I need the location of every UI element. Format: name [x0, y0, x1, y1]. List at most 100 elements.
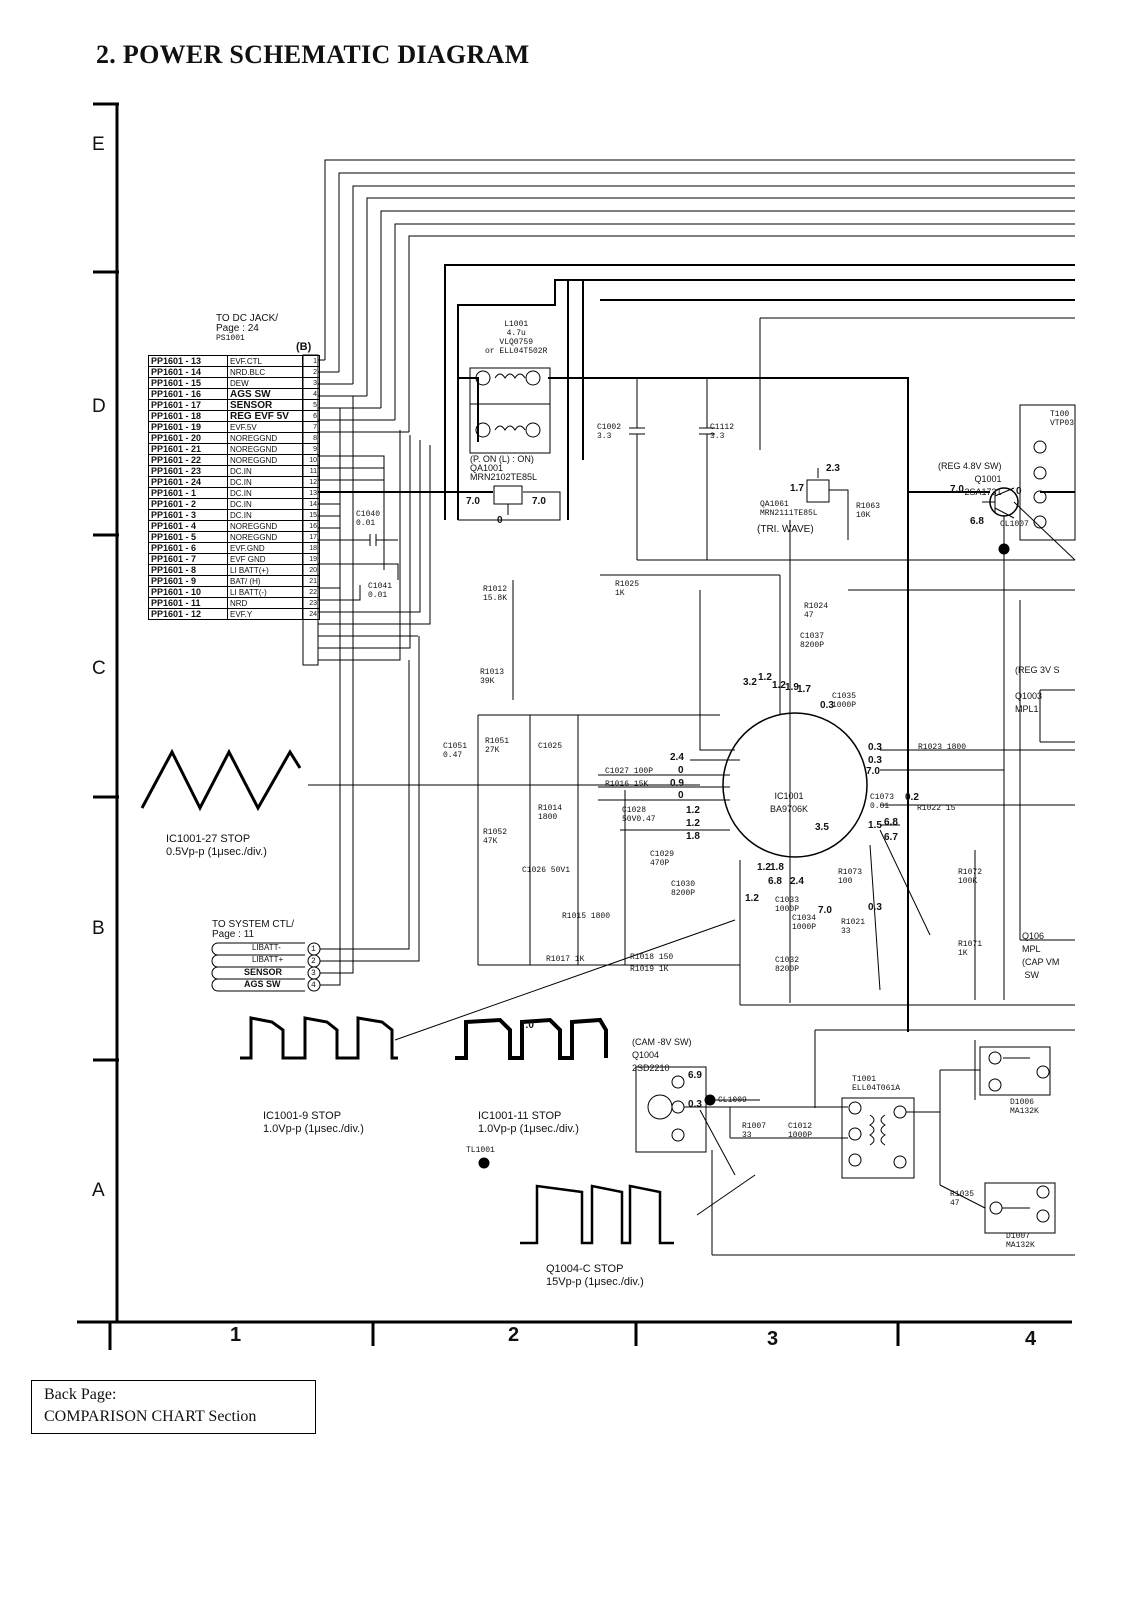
pp1601-pin-cell: 5: [302, 399, 320, 411]
r1023-label: R1023 1800: [918, 743, 967, 752]
voltage-label: 6.8: [768, 876, 782, 887]
dc-jack-tag: (B): [296, 341, 312, 353]
pp1601-pp-cell: PP1601 - 4: [148, 520, 228, 532]
voltage-label: 1.2: [772, 680, 786, 691]
pp1601-pin-cell: 2: [302, 366, 320, 378]
back-page-line-2: COMPARISON CHART Section: [44, 1408, 257, 1425]
pp1601-pin-cell: 8: [302, 432, 320, 444]
pp1601-pin-cell: 12: [302, 476, 320, 488]
pp1601-pin-cell: 14: [302, 498, 320, 510]
r1016-label: R1016 15K: [605, 780, 649, 789]
pp1601-name-cell: DC.IN: [227, 498, 303, 510]
pp1601-name-cell: NRD.BLC: [227, 366, 303, 378]
pp1601-pp-cell: PP1601 - 6: [148, 542, 228, 554]
pp1601-pin-cell: 6: [302, 410, 320, 422]
back-page-line-1: Back Page:: [44, 1386, 117, 1403]
r1017-label: R1017 1K: [546, 955, 585, 964]
r1071-label: R1071 1K: [958, 940, 983, 958]
pp1601-name-cell: SENSOR: [227, 399, 303, 411]
pp1601-pp-cell: PP1601 - 13: [148, 355, 228, 367]
voltage-label: 0.3: [688, 1099, 702, 1110]
voltage-label: 0: [678, 790, 684, 801]
voltage-label: 0: [1016, 486, 1022, 497]
c1030-label: C1030 8200P: [671, 880, 696, 898]
r1007-label: R1007 33: [742, 1122, 767, 1140]
pp1601-pp-cell: PP1601 - 2: [148, 498, 228, 510]
voltage-label: 3.2: [743, 677, 757, 688]
system-ctl-caption-2: Page : 11: [212, 929, 255, 940]
waveform-square: [520, 1184, 674, 1245]
pp1601-name-cell: LI BATT(+): [227, 564, 303, 576]
system-pin-1-label: LIBATT-: [252, 943, 281, 952]
t1001-label: T1001 ELL04T061A: [852, 1075, 901, 1093]
voltage-label: 7.0: [818, 905, 832, 916]
c1027-label: C1027 100P: [605, 767, 654, 776]
zone-label-1: 1: [230, 1324, 242, 1346]
r1018-label: R1018 150: [630, 953, 674, 962]
pp1601-pp-cell: PP1601 - 22: [148, 454, 228, 466]
voltage-label: 0.3: [868, 755, 882, 766]
waveform-1-caption: IC1001-27 STOP: [166, 833, 251, 845]
system-pin-1-number: 1: [311, 945, 316, 954]
r1022-label: R1022 15: [917, 804, 956, 813]
r1024-label: R1024 47: [804, 602, 829, 620]
pp1601-pin-cell: 17: [302, 531, 320, 543]
pp1601-pin-cell: 16: [302, 520, 320, 532]
voltage-label: 0: [497, 515, 503, 526]
pp1601-name-cell: LI BATT(-): [227, 586, 303, 598]
r1014-label: R1014 1800: [538, 804, 563, 822]
zone-label-d: D: [92, 396, 106, 417]
voltage-label: 7.0: [520, 1020, 534, 1031]
r1063-label: R1063 10K: [856, 502, 881, 520]
c1002-label: C1002 3.3: [597, 423, 622, 441]
r1025-label: R1025 1K: [615, 580, 640, 598]
cl1009-label: CL1009: [718, 1096, 747, 1105]
zone-label-b: B: [92, 918, 105, 939]
c1034-label: C1034 1000P: [792, 914, 817, 932]
r1072-label: R1072 100K: [958, 868, 983, 886]
pp1601-pin-cell: 10: [302, 454, 320, 466]
d1007-label: D1007 MA132K: [1006, 1232, 1035, 1250]
pp1601-name-cell: DC.IN: [227, 509, 303, 521]
voltage-label: 7.0: [950, 484, 964, 495]
system-pin-4-number: 4: [311, 981, 316, 990]
zone-label-4: 4: [1025, 1328, 1037, 1350]
pp1601-pin-cell: 9: [302, 443, 320, 455]
ic1001-body: [722, 712, 868, 858]
c1037-label: C1037 8200P: [800, 632, 825, 650]
pp1601-name-cell: DC.IN: [227, 476, 303, 488]
pp1601-pp-cell: PP1601 - 8: [148, 564, 228, 576]
pp1601-pp-cell: PP1601 - 9: [148, 575, 228, 587]
voltage-label: 0: [678, 765, 684, 776]
voltage-label: 2.4: [790, 876, 804, 887]
voltage-label: 1.2: [745, 893, 759, 904]
pp1601-pp-cell: PP1601 - 23: [148, 465, 228, 477]
c1035-label: C1035 1000P: [832, 692, 857, 710]
q1003-label: (REG 3V S Q1003 MPL1: [1015, 665, 1060, 714]
pp1601-pin-cell: 20: [302, 564, 320, 576]
voltage-label: 0.3: [820, 700, 834, 711]
pp1601-pp-cell: PP1601 - 10: [148, 586, 228, 598]
waveform-3-scale: 1.0Vp-p (1μsec./div.): [478, 1123, 579, 1135]
pp1601-name-cell: NOREGGND: [227, 443, 303, 455]
voltage-label: 7.0: [866, 766, 880, 777]
pp1601-name-cell: DC.IN: [227, 465, 303, 477]
r1052-label: R1052 47K: [483, 828, 508, 846]
d1006-label: D1006 MA132K: [1010, 1098, 1039, 1116]
voltage-label: 6.8: [884, 817, 898, 828]
l1001-label: L1001 4.7u VLQ0759 or ELL04T502R: [485, 320, 548, 356]
c1112-label: C1112 3.3: [710, 423, 735, 441]
voltage-label: 6.9: [688, 1070, 702, 1081]
voltage-label: 0.9: [670, 778, 684, 789]
r1073-label: R1073 100: [838, 868, 863, 886]
